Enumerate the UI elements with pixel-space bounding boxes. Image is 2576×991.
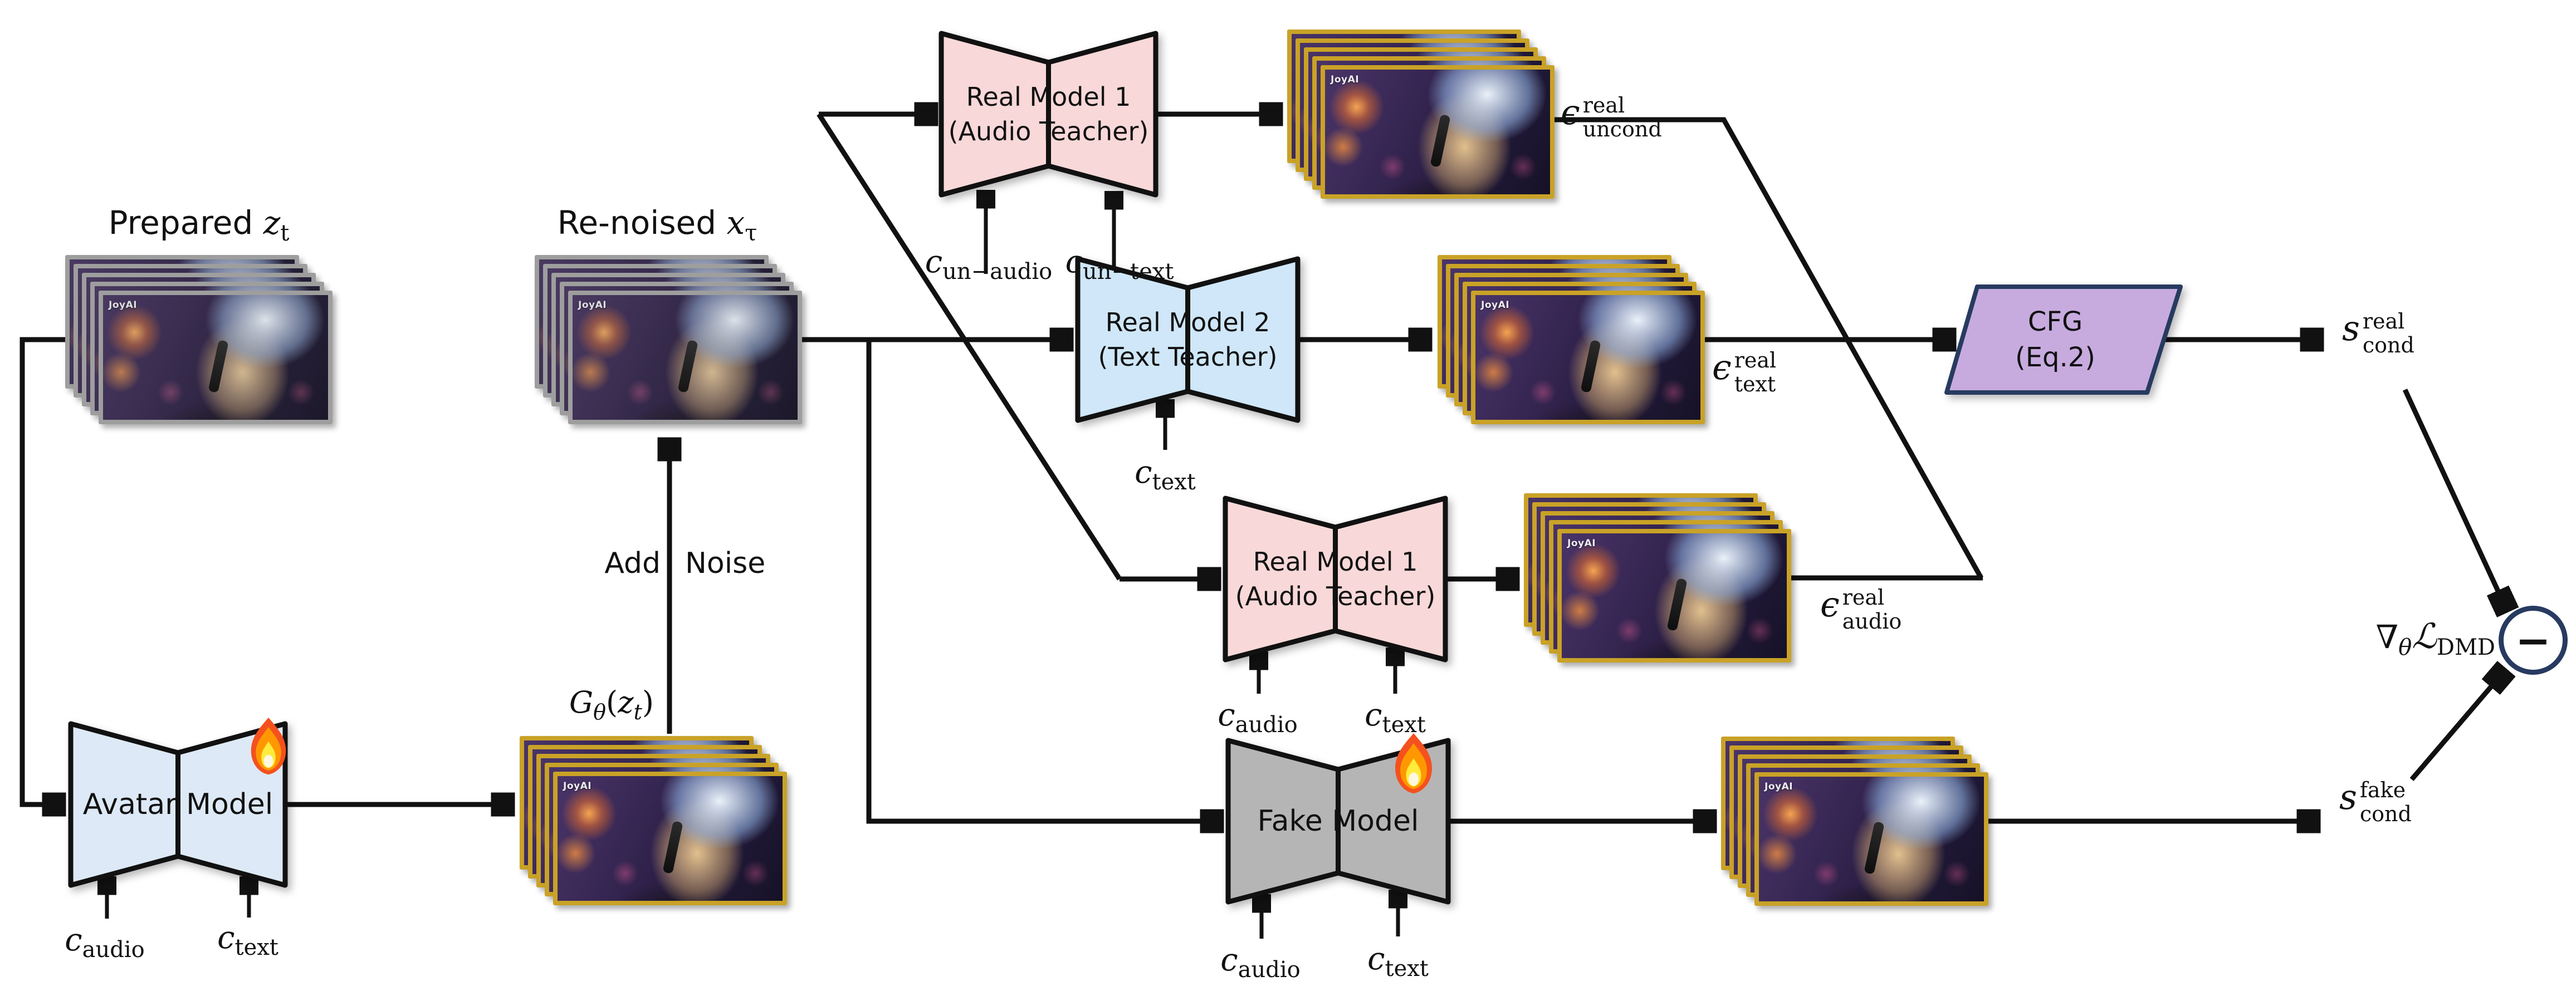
prepared-title: Prepared zt: [108, 204, 290, 246]
video-frame: JoyAI: [1471, 291, 1705, 424]
wire-into-fake: [866, 340, 1220, 821]
video-stack-uncond: JoyAI: [1287, 30, 1555, 199]
cond-label-un-audio: cun−audio: [925, 244, 1053, 284]
real-model1-mid-shape: [1223, 496, 1448, 663]
wire-sreal-to-minus: [2402, 389, 2506, 609]
cfg-label: CFG (Eq.2): [2015, 306, 2096, 373]
video-stack-text: JoyAI: [1438, 255, 1705, 424]
watermark: JoyAI: [1567, 538, 1596, 549]
fire-icon: [251, 717, 286, 775]
fire-icon: [1395, 733, 1432, 793]
real-model1-top-shape: [938, 31, 1159, 198]
watermark: JoyAI: [1764, 781, 1793, 792]
cond-label-text-avatar: ctext: [217, 920, 278, 960]
fake-model-label: Fake Model: [1257, 804, 1419, 838]
wire-sfake-to-minus: [2409, 671, 2504, 781]
cond-label-audio-mid: caudio: [1218, 697, 1298, 738]
avatar-model-shape: [68, 721, 288, 888]
g-theta-label: Gθ(zt): [569, 685, 654, 724]
watermark: JoyAI: [1331, 74, 1360, 85]
fake-model-shape: [1225, 738, 1451, 905]
wire-branch-diagonal: [817, 112, 1122, 581]
cfg-shape: [1944, 284, 2183, 398]
video-stack-renoised: JoyAI: [535, 255, 802, 424]
cond-label-un-text: cun−text: [1065, 244, 1174, 284]
cond-label-audio-avatar: caudio: [65, 922, 145, 963]
wire-prepared-to-avatar: [19, 337, 65, 804]
video-stack-generated: JoyAI: [520, 736, 787, 905]
video-frame: JoyAI: [1557, 529, 1791, 663]
real-model1-mid-label: Real Model 1 (Audio Teacher): [1235, 547, 1436, 611]
cond-label-audio-fake: caudio: [1220, 942, 1301, 983]
watermark: JoyAI: [578, 300, 607, 311]
video-stack-prepared: JoyAI: [65, 255, 333, 424]
cond-label-text-mid: ctext: [1365, 697, 1426, 738]
video-frame: JoyAI: [553, 772, 787, 905]
video-frame: JoyAI: [1754, 772, 1988, 906]
real-model2-label: Real Model 2 (Text Teacher): [1098, 307, 1278, 372]
video-stack-audio: JoyAI: [1524, 493, 1791, 663]
avatar-model-label: Avatar Model: [82, 788, 273, 821]
video-frame: JoyAI: [1321, 65, 1555, 199]
cond-label-text-real2: ctext: [1135, 454, 1196, 495]
watermark: JoyAI: [1481, 300, 1510, 311]
real-model2-shape: [1075, 256, 1301, 423]
grad-loss-label: ∇θℒDMD: [2375, 616, 2495, 660]
add-noise-label-left: Add: [604, 547, 661, 580]
video-stack-fake-out: JoyAI: [1721, 737, 1988, 906]
real-model1-top-label: Real Model 1 (Audio Teacher): [948, 82, 1149, 146]
renoised-title: Re-noised xτ: [557, 204, 757, 246]
wire-uncond-to-merge: [1555, 117, 1983, 580]
video-frame: JoyAI: [568, 291, 802, 424]
watermark: JoyAI: [563, 781, 592, 792]
video-frame: JoyAI: [99, 291, 333, 424]
watermark: JoyAI: [109, 300, 138, 311]
cond-label-text-fake: ctext: [1367, 941, 1429, 982]
minus-node: −: [2499, 606, 2568, 675]
add-noise-label-right: Noise: [685, 547, 766, 580]
